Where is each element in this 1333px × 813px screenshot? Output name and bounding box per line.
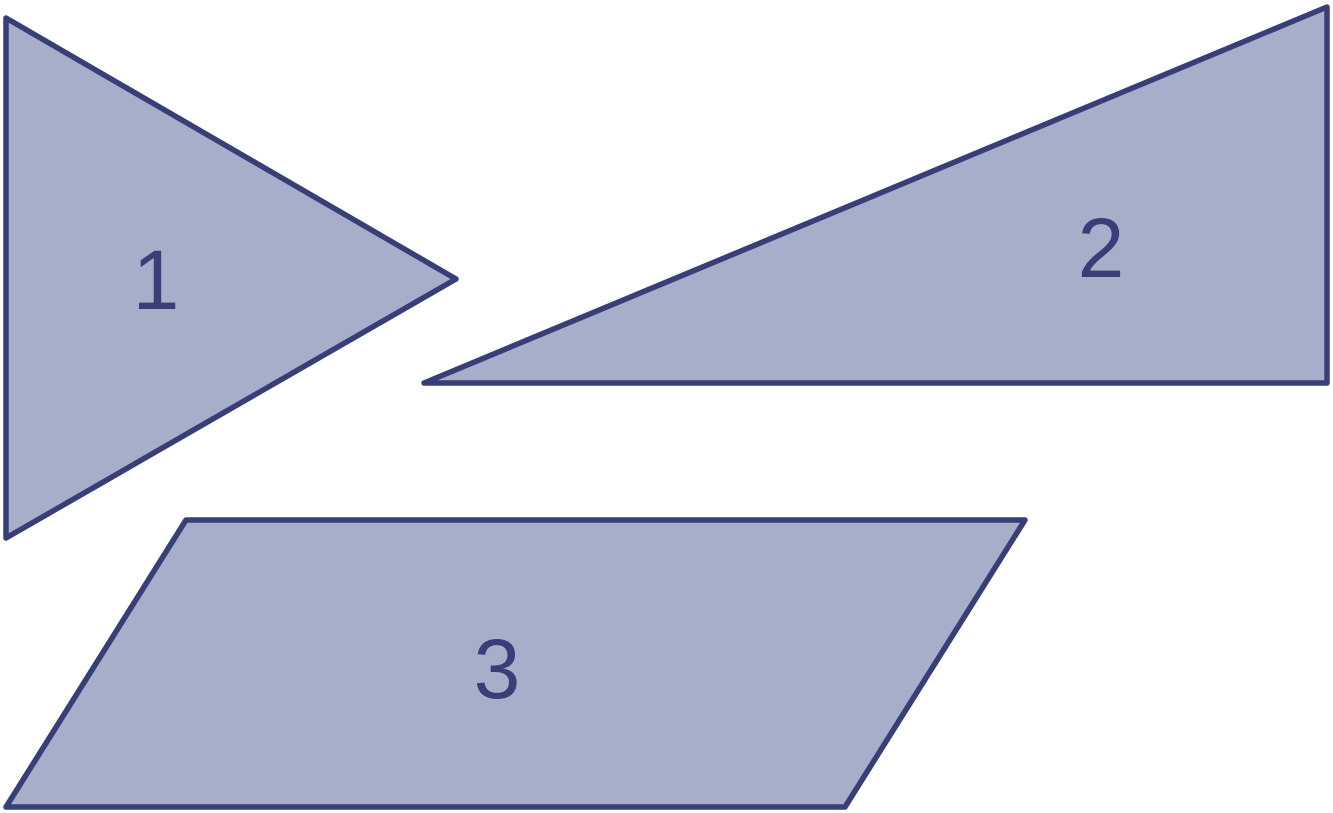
shape-3: 3	[3, 517, 1028, 810]
shape-2-label: 2	[1078, 201, 1125, 295]
shape-3-label: 3	[474, 622, 521, 716]
shape-1: 1	[3, 15, 459, 541]
shape-1-label: 1	[133, 233, 180, 327]
shape-2: 2	[421, 4, 1330, 386]
shape-3-polygon	[3, 517, 1028, 810]
shape-2-polygon	[421, 4, 1330, 386]
shape-1-polygon	[3, 15, 459, 541]
